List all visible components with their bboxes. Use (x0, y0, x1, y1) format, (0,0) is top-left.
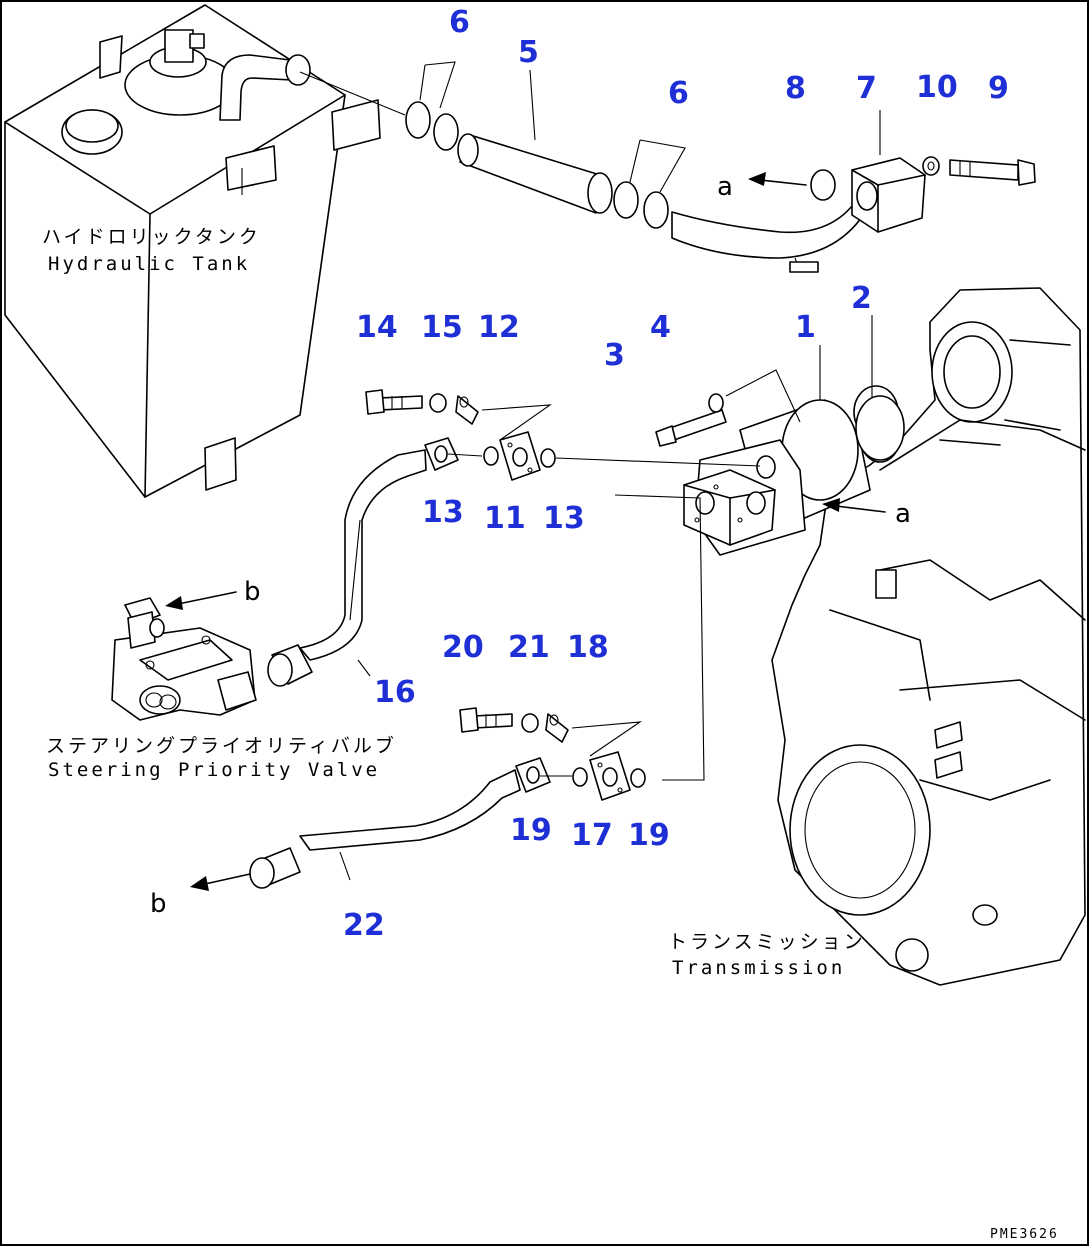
hydraulic-tank (4, 4, 381, 498)
ref-b-hose: b (150, 889, 167, 919)
part-number-5: 5 (518, 35, 539, 70)
drawing-code: PME3626 (990, 1227, 1059, 1242)
transmission-label-en: Transmission (672, 957, 845, 979)
tank-label-en: Hydraulic Tank (48, 253, 250, 275)
gear-pump (655, 315, 905, 556)
part-number-21: 21 (508, 630, 550, 665)
ref-a-top: a (717, 172, 733, 202)
part-number-11: 11 (484, 501, 526, 536)
part-number-3: 3 (604, 338, 625, 373)
steering-priority-valve (111, 591, 257, 721)
leader-6-right-b (629, 139, 641, 183)
suction-line (299, 71, 1036, 273)
leader-5 (529, 69, 536, 141)
part-number-19b: 19 (628, 818, 670, 853)
part-number-6a: 6 (449, 5, 470, 40)
transmission-housing (771, 287, 1086, 986)
part-number-13a: 13 (422, 495, 464, 530)
part-number-8: 8 (785, 71, 806, 106)
ref-b-valve: b (244, 577, 261, 607)
part-number-13b: 13 (543, 501, 585, 536)
part-number-12: 12 (478, 310, 520, 345)
part-number-2: 2 (851, 281, 872, 316)
part-number-17: 17 (571, 818, 613, 853)
part-number-10: 10 (916, 70, 958, 105)
ref-a-pump: a (895, 499, 911, 529)
part-number-14: 14 (356, 310, 398, 345)
tank-label-jp: ハイドロリックタンク (42, 226, 261, 248)
leader-6-right (639, 139, 686, 193)
valve-label-jp: ステアリングプライオリティバルブ (46, 734, 397, 757)
part-number-9: 9 (988, 71, 1009, 106)
part-number-20: 20 (442, 630, 484, 665)
part-number-6b: 6 (668, 76, 689, 111)
part-number-19a: 19 (510, 813, 552, 848)
part-number-15: 15 (421, 310, 463, 345)
part-number-22: 22 (343, 908, 385, 943)
part-number-18: 18 (567, 630, 609, 665)
upper-pressure-hose (267, 389, 761, 687)
part-number-1: 1 (795, 310, 816, 345)
part-number-7: 7 (856, 71, 877, 106)
part-number-4: 4 (650, 310, 671, 345)
part-number-16: 16 (374, 675, 416, 710)
leader-6-left-b (419, 64, 426, 101)
leader-6-left (424, 61, 456, 109)
lower-pressure-hose (190, 494, 705, 891)
transmission-label-jp: トランスミッション (668, 931, 866, 953)
valve-label-en: Steering Priority Valve (48, 759, 380, 781)
